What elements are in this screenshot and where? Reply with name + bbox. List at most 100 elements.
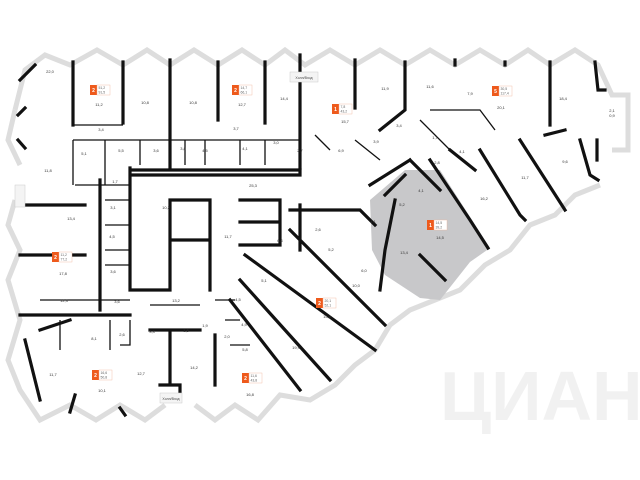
room-area-label: 5,2 [399, 202, 405, 207]
room-count: 5 [494, 89, 497, 95]
room-area-label: 10,8 [189, 100, 198, 105]
room-area-label: 25,3 [249, 183, 258, 188]
room-area-label: 11,6 [426, 84, 434, 89]
area-box [238, 84, 253, 96]
room-area-label: 10,1 [98, 388, 107, 393]
room-area-label: 1,6 [183, 328, 189, 333]
room-area-label: 16,8 [246, 392, 255, 397]
room-area-label: 0,9 [609, 113, 615, 118]
area-box [58, 251, 73, 263]
room-area-label: 11,7 [224, 234, 232, 239]
living-area: 14,5 [436, 221, 443, 225]
room-area-label: 4,9 [241, 322, 247, 327]
room-area-label: 19,9 [292, 345, 301, 350]
room-area-label: 11,9 [381, 86, 389, 91]
room-area-label: 5,8 [242, 347, 248, 352]
room-count-box [427, 220, 434, 230]
room-area-label: 8,1 [91, 336, 97, 341]
room-area-label: 4,1 [370, 219, 376, 224]
living-area: 30,5 [501, 87, 508, 91]
room-count-box [316, 298, 323, 308]
room-count: 1 [334, 107, 337, 113]
room-count: 2 [244, 376, 247, 382]
lobby-left [14, 184, 26, 208]
room-area-label: 2,6 [315, 227, 321, 232]
room-area-label: 3,3 [149, 329, 155, 334]
area-box [498, 85, 513, 97]
apartment-badge[interactable]: 1 7,8 43,2 [332, 103, 353, 115]
partitions [40, 109, 496, 350]
apartment-badge[interactable]: 5 30,5 117,4 [492, 85, 513, 97]
room-area-label: 12,7 [238, 102, 247, 107]
room-area-label: 1,7 [112, 179, 118, 184]
living-area: 14,7 [241, 86, 248, 90]
room-count: 1 [429, 223, 432, 229]
room-area-label: 22,0 [46, 69, 55, 74]
total-area: 91,5 [99, 91, 106, 95]
lobby-label: Холл/Вход [162, 397, 179, 401]
facade-outline [5, 46, 631, 424]
total-area: 50,8 [101, 376, 108, 380]
room-count: 2 [234, 88, 237, 94]
lobby-label: Холл/Вход [295, 76, 312, 80]
room-count: 2 [92, 88, 95, 94]
room-area-label: 10,0 [352, 283, 361, 288]
room-count-box [90, 85, 97, 95]
living-area: 7,8 [341, 105, 346, 109]
room-area-label: 6,4 [277, 238, 283, 243]
room-count-box [92, 370, 99, 380]
total-area: 39,2 [436, 226, 443, 230]
apartment-badge[interactable]: 2 11,2 77,2 [52, 251, 73, 263]
apartment-badge[interactable]: 2 20,1 52,1 [316, 297, 337, 309]
room-area-label: 2,6 [119, 332, 125, 337]
apartment-badge[interactable]: 2 11,6 43,8 [242, 372, 263, 384]
room-area-label: 9,6 [562, 159, 568, 164]
room-area-label: 3,6 [110, 269, 116, 274]
apartment-badge[interactable]: 2 14,7 66,1 [232, 84, 253, 96]
room-area-label: 1,7 [432, 135, 438, 140]
room-area-label: 3,6 [153, 148, 159, 153]
room-area-label: 2,1 [609, 108, 615, 113]
total-area: 66,1 [241, 91, 248, 95]
apartment-badge[interactable]: 2 51,2 91,5 [90, 84, 111, 96]
room-area-label: 11,8 [44, 168, 52, 173]
total-area: 43,2 [341, 110, 348, 114]
room-area-label: 14,5 [436, 235, 445, 240]
area-box [338, 103, 353, 115]
room-area-label: 13,4 [67, 216, 76, 221]
room-area-label: 6,9 [338, 148, 344, 153]
living-area: 16,6 [101, 371, 108, 375]
room-count: 2 [54, 255, 57, 261]
room-area-label: 2,8 [434, 160, 440, 165]
room-area-label: 15,7 [341, 119, 350, 124]
room-area-label: 13,4 [400, 250, 409, 255]
apartment-badge[interactable]: 1 14,5 39,2 [427, 219, 448, 231]
room-area-label: 5,2 [328, 247, 334, 252]
room-area-label: 3,8 [180, 146, 186, 151]
room-count: 2 [318, 301, 321, 307]
room-area-label: 5,1 [81, 151, 87, 156]
room-area-label: 3,9 [373, 139, 379, 144]
room-area-label: 6,0 [361, 268, 367, 273]
room-area-label: 3,0 [273, 140, 279, 145]
room-area-label: 5,1 [261, 278, 267, 283]
living-area: 11,6 [251, 374, 257, 378]
total-area: 117,4 [501, 92, 509, 96]
area-box [248, 372, 263, 384]
area-box [433, 219, 448, 231]
room-area-label: 3,1 [110, 205, 116, 210]
room-area-label: 3,4 [98, 127, 104, 132]
total-area: 43,8 [251, 379, 258, 383]
watermark: ЦИАН [440, 357, 640, 435]
room-area-label: 4,1 [459, 149, 465, 154]
room-area-label: 18,4 [559, 96, 568, 101]
room-area-label: 3,7 [233, 126, 239, 131]
room-area-label: 10,2 [162, 205, 171, 210]
room-area-label: 5,5 [118, 148, 124, 153]
room-area-label: 3,4 [396, 123, 402, 128]
living-area: 11,2 [61, 253, 67, 257]
room-area-label: 3,6 [114, 299, 120, 304]
total-area: 77,2 [61, 258, 68, 262]
apartment-badge[interactable]: 2 16,6 50,8 [92, 369, 113, 381]
